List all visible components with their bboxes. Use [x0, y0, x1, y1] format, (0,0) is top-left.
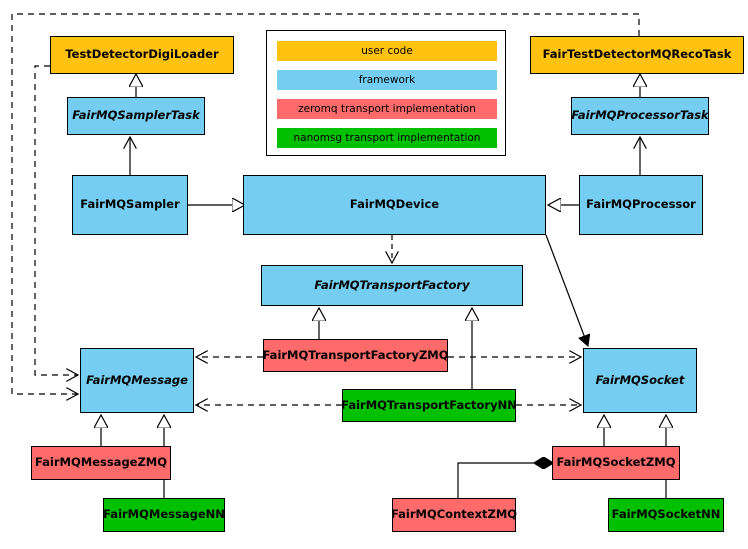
- class-node-FairMQDevice[interactable]: FairMQDevice: [243, 175, 546, 235]
- legend-item-label: framework: [358, 74, 416, 86]
- class-node-FairMQSocketZMQ[interactable]: FairMQSocketZMQ: [552, 446, 680, 480]
- class-node-label: FairMQSocket: [595, 372, 685, 387]
- class-node-FairMQSamplerTask[interactable]: FairMQSamplerTask: [67, 97, 205, 135]
- legend-item-3: nanomsg transport implementation: [277, 128, 497, 148]
- class-node-label: FairMQSampler: [80, 197, 180, 212]
- class-node-label: FairMQTransportFactoryNN: [341, 397, 517, 412]
- class-node-FairMQProcessorTask[interactable]: FairMQProcessorTask: [571, 97, 709, 135]
- class-node-FairMQSampler[interactable]: FairMQSampler: [72, 175, 188, 235]
- class-node-FairMQTransportFactoryZMQ[interactable]: FairMQTransportFactoryZMQ: [262, 339, 449, 372]
- class-node-FairMQMessageNN[interactable]: FairMQMessageNN: [103, 498, 225, 532]
- class-node-label: FairMQSocketNN: [611, 507, 721, 522]
- class-node-FairMQSocket[interactable]: FairMQSocket: [583, 348, 697, 413]
- class-node-label: FairMQMessageNN: [103, 507, 225, 522]
- class-node-label: FairMQDevice: [349, 197, 440, 212]
- class-node-FairMQTransportFactoryNN[interactable]: FairMQTransportFactoryNN: [341, 389, 517, 422]
- legend-item-0: user code: [277, 41, 497, 61]
- legend-panel: user code framework zeromq transport imple…: [266, 30, 506, 156]
- legend-item-label: nanomsg transport implementation: [293, 132, 481, 144]
- class-node-label: TestDetectorDigiLoader: [65, 47, 219, 62]
- class-node-label: FairMQMessage: [86, 372, 188, 387]
- class-node-FairMQProcessor[interactable]: FairMQProcessor: [579, 175, 703, 235]
- class-node-FairMQSocketNN[interactable]: FairMQSocketNN: [608, 498, 724, 532]
- legend-item-label: user code: [361, 45, 413, 57]
- class-node-label: FairMQTransportFactoryZMQ: [262, 347, 449, 362]
- edge-device-socket: [545, 234, 588, 346]
- class-node-FairMQTransportFactory[interactable]: FairMQTransportFactory: [261, 265, 523, 306]
- legend-item-2: zeromq transport implementation: [277, 99, 497, 119]
- class-node-label: FairMQProcessorTask: [571, 108, 709, 123]
- legend-item-label: zeromq transport implementation: [298, 103, 476, 115]
- class-node-label: FairTestDetectorMQRecoTask: [542, 47, 732, 62]
- class-node-label: FairMQSamplerTask: [72, 108, 200, 123]
- class-node-label: FairMQSocketZMQ: [556, 455, 676, 470]
- class-node-label: FairMQProcessor: [586, 197, 696, 212]
- class-node-FairMQMessageZMQ[interactable]: FairMQMessageZMQ: [31, 446, 171, 480]
- class-node-TestDetectorDigiLoader[interactable]: TestDetectorDigiLoader: [50, 36, 234, 74]
- class-node-label: FairMQContextZMQ: [390, 507, 518, 522]
- class-node-label: FairMQTransportFactory: [314, 277, 470, 292]
- class-node-label: FairMQMessageZMQ: [34, 455, 168, 470]
- class-node-FairTestDetectorMQRecoTask[interactable]: FairTestDetectorMQRecoTask: [530, 36, 744, 74]
- edge-socketzmq-contextzmq: [457, 463, 552, 498]
- class-node-FairMQContextZMQ[interactable]: FairMQContextZMQ: [390, 498, 518, 532]
- legend-item-1: framework: [277, 70, 497, 90]
- class-node-FairMQMessage[interactable]: FairMQMessage: [80, 348, 194, 413]
